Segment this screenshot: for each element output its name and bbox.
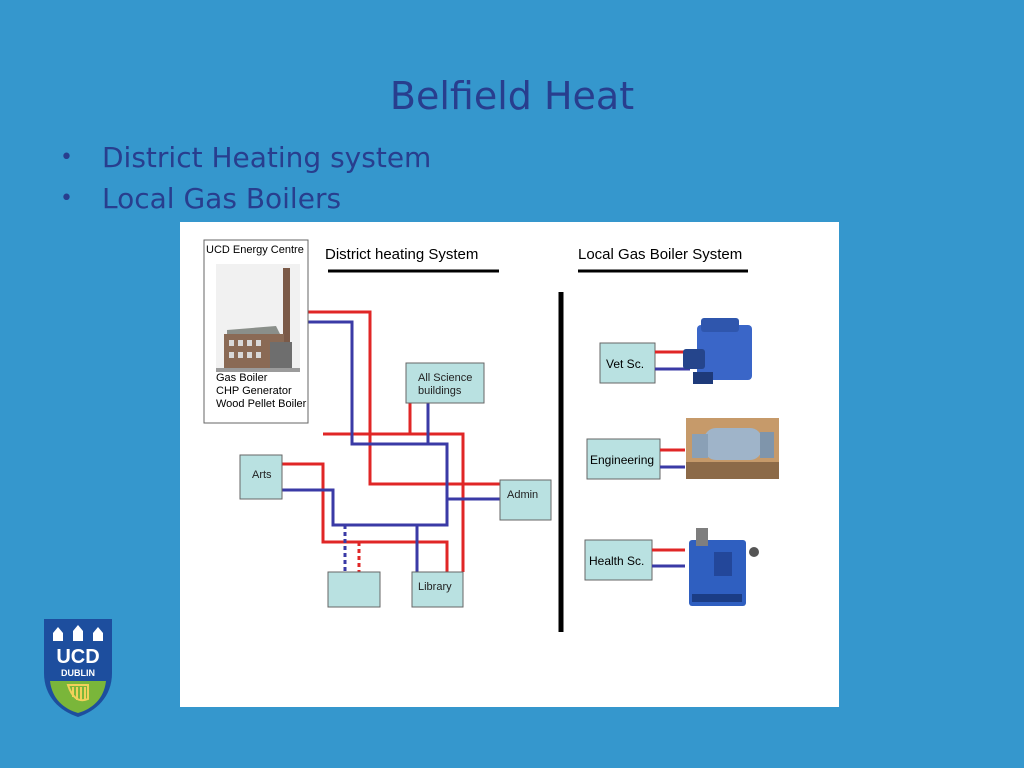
health-label: Health Sc. <box>589 554 644 568</box>
arts-label: Arts <box>252 469 272 481</box>
engineering-label: Engineering <box>590 453 654 467</box>
flow-pipes <box>282 310 500 572</box>
bullet-text: District Heating system <box>102 141 432 174</box>
bullet-list: • District Heating system • Local Gas Bo… <box>60 137 431 219</box>
library-building: Library <box>411 571 464 608</box>
health-boiler-image <box>689 528 759 606</box>
bullet-dot: • <box>60 145 73 170</box>
bullet-text: Local Gas Boilers <box>102 182 342 215</box>
engineering-building: Engineering <box>586 438 685 480</box>
energy-centre-item: Gas Boiler <box>216 372 268 384</box>
logo-ucd: UCD <box>56 646 99 668</box>
bullet-item: • Local Gas Boilers <box>60 178 431 219</box>
energy-centre-title: UCD Energy Centre <box>206 244 304 256</box>
bullet-item: • District Heating system <box>60 137 431 178</box>
arts-building: Arts <box>239 454 283 500</box>
science-label: buildings <box>418 385 462 397</box>
return-pipes <box>282 320 500 572</box>
admin-building: Admin <box>499 479 552 521</box>
vet-boiler-image <box>683 318 752 384</box>
health-building: Health Sc. <box>584 539 685 581</box>
heating-diagram: District heating System Local Gas Boiler… <box>180 222 839 707</box>
energy-centre-item: CHP Generator <box>216 385 292 397</box>
vet-building: Vet Sc. <box>599 342 690 384</box>
energy-centre: UCD Energy Centre Gas Boiler CHP Generat… <box>203 239 309 424</box>
engineering-boiler-image <box>686 418 779 479</box>
admin-label: Admin <box>507 489 538 501</box>
science-building: All Science buildings <box>405 362 485 404</box>
vet-label: Vet Sc. <box>606 357 644 371</box>
ucd-logo: UCD DUBLIN <box>42 615 114 723</box>
energy-centre-item: Wood Pellet Boiler <box>216 398 307 410</box>
factory-illustration <box>216 264 300 372</box>
library-label: Library <box>418 581 452 593</box>
unnamed-building <box>327 571 381 608</box>
harp-icon <box>66 684 89 702</box>
science-label: All Science <box>418 372 472 384</box>
district-heading: District heating System <box>325 246 478 263</box>
slide-title: Belfield Heat <box>389 74 635 118</box>
bullet-dot: • <box>60 186 73 211</box>
local-heading: Local Gas Boiler System <box>578 246 742 263</box>
logo-dublin: DUBLIN <box>61 668 95 678</box>
